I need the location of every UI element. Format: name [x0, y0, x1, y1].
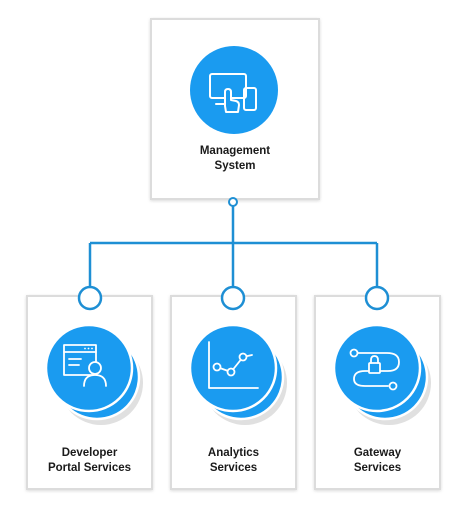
gateway-label-line2: Services — [353, 462, 402, 474]
developer-portal-services-label: Developer Portal Services — [26, 446, 153, 476]
gateway-lock-path-icon — [332, 323, 431, 425]
analytics-label-line1: Analytics — [207, 447, 260, 459]
developer-portal-label-line1: Developer — [61, 447, 118, 459]
developer-connector-node — [77, 285, 103, 311]
management-system-label: Management System — [150, 144, 320, 174]
gateway-label-line1: Gateway — [353, 447, 402, 459]
analytics-connector-node — [220, 285, 246, 311]
analytics-label-line2: Services — [209, 462, 258, 474]
analytics-line-chart-icon — [188, 323, 287, 425]
gateway-services-label: Gateway Services — [314, 446, 441, 476]
monitor-touch-devices-icon — [190, 46, 278, 134]
management-system-label-line2: System — [214, 160, 256, 172]
management-system-label-line1: Management — [199, 145, 271, 157]
analytics-services-label: Analytics Services — [170, 446, 297, 476]
gateway-connector-node — [364, 285, 390, 311]
connector-lines — [88, 206, 379, 287]
root-connector-node — [228, 197, 238, 207]
developer-portal-label-line2: Portal Services — [47, 462, 132, 474]
developer-portal-icon — [44, 323, 143, 425]
